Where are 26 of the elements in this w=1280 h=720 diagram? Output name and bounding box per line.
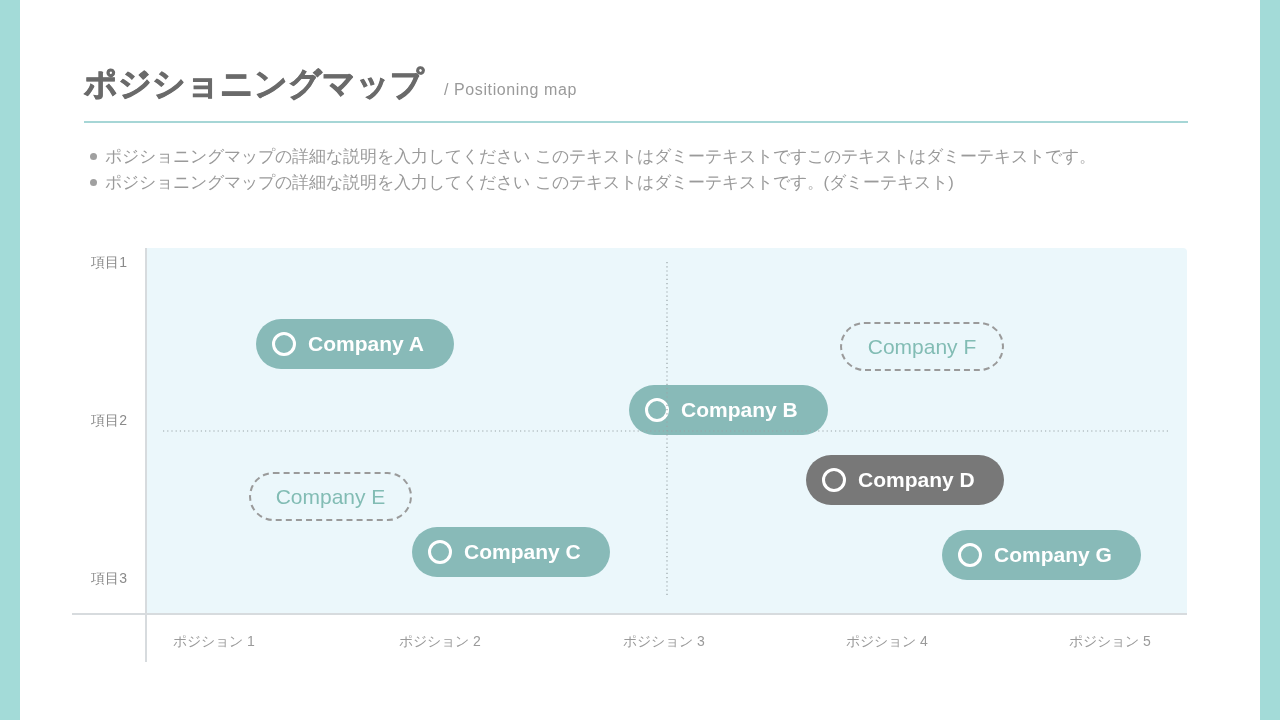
title-text: ポジショニングマップ bbox=[84, 64, 424, 104]
company-pill bbox=[412, 527, 610, 577]
company-name: Company F bbox=[867, 334, 977, 359]
company-name: Company D bbox=[858, 468, 975, 492]
axis-label: 項目2 bbox=[91, 411, 127, 429]
company-name: Company B bbox=[681, 398, 798, 422]
company-pill bbox=[256, 319, 454, 369]
bullet-text: ポジショニングマップの詳細な説明を入力してください このテキストはダミーテキストですこのテキストはダミーテキストです。 bbox=[105, 146, 1096, 167]
axis-label: ポジション 1 bbox=[173, 632, 255, 650]
company-pill bbox=[629, 385, 828, 435]
dashed-company-pill bbox=[249, 472, 412, 521]
highlighted-company-pill bbox=[806, 455, 1004, 505]
dashed-company-pill bbox=[840, 322, 1004, 371]
bullet-text: ポジショニングマップの詳細な説明を入力してください このテキストはダミーテキストです。(ダミーテキスト) bbox=[105, 172, 954, 193]
company-name: Company G bbox=[994, 543, 1112, 567]
company-name: Company E bbox=[275, 484, 386, 509]
company-pill bbox=[942, 530, 1141, 580]
axis-label: 項目3 bbox=[91, 569, 127, 587]
axis-label: 項目1 bbox=[91, 253, 127, 271]
axis-label: ポジション 3 bbox=[623, 632, 705, 650]
subtitle-text: / Positioning map bbox=[444, 80, 577, 100]
company-name: Company A bbox=[308, 332, 424, 356]
axis-label: ポジション 5 bbox=[1069, 632, 1151, 650]
axis-label: ポジション 4 bbox=[846, 632, 928, 650]
axis-label: ポジション 2 bbox=[399, 632, 481, 650]
company-name: Company C bbox=[464, 540, 581, 564]
